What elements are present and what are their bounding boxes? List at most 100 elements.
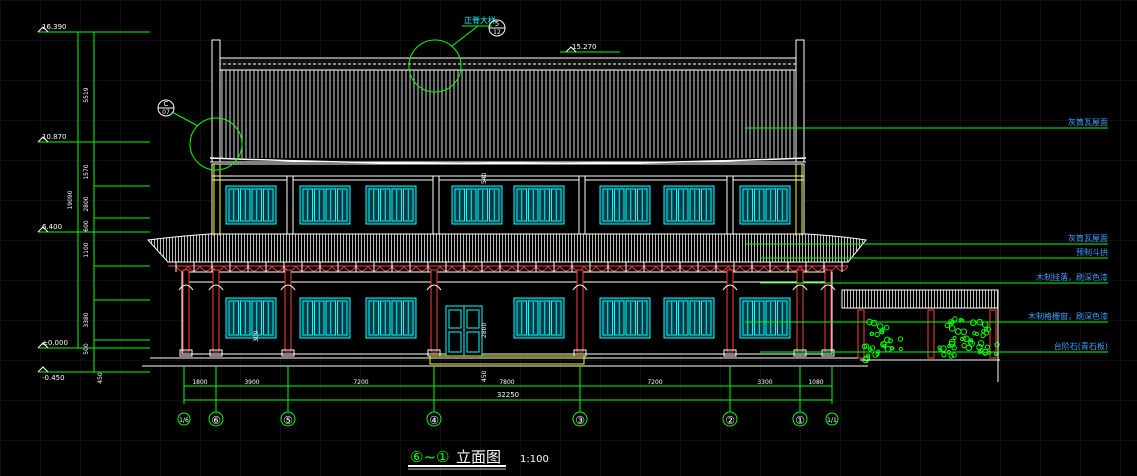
upper-post — [432, 175, 440, 235]
shrub-leaf — [968, 338, 974, 343]
vertical-dimension: 3380 — [83, 312, 90, 327]
vertical-dimension: 600 — [83, 220, 90, 232]
vertical-dimension: 500 — [83, 343, 90, 355]
dougong-bracket — [667, 265, 681, 272]
shrub-leaf — [967, 339, 974, 345]
shrub-leaf — [887, 338, 893, 344]
window — [739, 185, 791, 225]
eave-detail-num: C — [164, 100, 169, 108]
annotation-label: 预制斗拱 — [1076, 247, 1108, 257]
axis-label: ④ — [429, 414, 439, 427]
horizontal-dimension: 7200 — [353, 379, 368, 386]
shrub-leaf — [897, 336, 904, 342]
window — [513, 185, 565, 225]
horizontal-dimension: 7200 — [647, 379, 662, 386]
shrub-leaf — [876, 323, 884, 330]
dougong-bracket — [391, 265, 405, 272]
shrub-leaf — [948, 338, 956, 346]
dougong-bracket — [523, 265, 537, 272]
dougong-bracket — [559, 265, 573, 272]
level-15270: 15.270 — [572, 43, 597, 51]
shrub-leaf — [863, 343, 870, 349]
ridge-detail-num: 5 — [495, 20, 499, 28]
shrub-leaf — [963, 335, 970, 343]
shrub-leaf — [944, 322, 951, 329]
lower-post — [726, 269, 734, 353]
horizontal-dimension: 3300 — [757, 379, 772, 386]
upper-roof — [209, 39, 807, 165]
dougong-bracket — [355, 265, 369, 272]
shrub-leaf — [937, 345, 942, 350]
dougong-bracket — [463, 265, 477, 272]
shrub-leaf — [984, 344, 991, 350]
axis-bubble — [280, 411, 296, 427]
dougong-bracket — [343, 265, 357, 272]
window — [599, 185, 651, 225]
lower-post — [284, 269, 292, 353]
shrub-leaf — [898, 346, 903, 352]
shrub-leaf — [883, 336, 891, 344]
axis-bubble — [722, 411, 738, 427]
shrub-leaf — [976, 343, 983, 351]
shrub-leaf — [952, 335, 957, 341]
upper-storey — [211, 163, 805, 236]
dougong-bracket — [703, 265, 717, 272]
dougong-bracket — [175, 265, 189, 272]
vertical-dimension: 19090 — [67, 190, 74, 209]
dougong-bracket — [775, 265, 789, 272]
dougong-bracket — [535, 265, 549, 272]
window — [365, 297, 417, 339]
dougong-bracket — [751, 265, 765, 272]
dougong-bracket — [271, 265, 285, 272]
title-scale: 1:100 — [520, 454, 549, 465]
annotation-label: 木制格栅窗，刷深色漆 — [1028, 311, 1108, 321]
axis-label: ① — [795, 414, 805, 427]
shrub-leaf — [861, 343, 868, 350]
title-text: 立面图 — [456, 448, 501, 466]
level-6400: 6.400 — [42, 223, 62, 231]
window — [599, 297, 651, 339]
dougong-bracket — [679, 265, 693, 272]
window — [739, 297, 791, 339]
window — [663, 185, 715, 225]
shrub-leaf — [951, 352, 957, 358]
eave-detail-sheet: 07 — [162, 109, 170, 116]
dougong-bracket — [811, 265, 825, 272]
ridge-detail-sheet: 12 — [493, 29, 501, 36]
axis-bubble — [792, 411, 808, 427]
shrub-leaf — [968, 340, 975, 347]
shrub-leaf — [883, 325, 890, 331]
lower-post — [796, 269, 804, 353]
axis-label: ⑤ — [283, 414, 293, 427]
window — [225, 297, 277, 339]
level-minus-0450: -0.450 — [42, 374, 65, 382]
shrub-leaf — [948, 325, 956, 332]
window — [299, 297, 351, 339]
shrub-leaf — [974, 331, 980, 337]
window — [299, 185, 351, 225]
upper-post — [286, 175, 294, 235]
shrub-leaf — [868, 347, 873, 352]
axis-sub-label: 1/1 — [827, 417, 837, 424]
shrub-leaf — [863, 355, 871, 362]
shrub-leaf — [994, 341, 1000, 348]
window — [451, 185, 503, 225]
upper-post — [726, 175, 734, 235]
shrub-leaf — [977, 340, 985, 347]
dougong-bracket — [247, 265, 261, 272]
annotation-label: 灰筒瓦屋面 — [1068, 117, 1108, 127]
vertical-dimension: 1570 — [83, 164, 90, 179]
window — [225, 185, 277, 225]
axis-bubble — [572, 411, 588, 427]
level-16390: 16.390 — [42, 23, 67, 31]
upper-post — [578, 175, 586, 235]
dougong-bracket — [319, 265, 333, 272]
inner-dim-300: 300 — [253, 330, 260, 342]
dougong-bracket — [415, 265, 429, 272]
shrub-leaf — [938, 347, 943, 352]
dougong-bracket — [499, 265, 513, 272]
ridge-detail-label: 正脊大样 — [464, 15, 496, 25]
